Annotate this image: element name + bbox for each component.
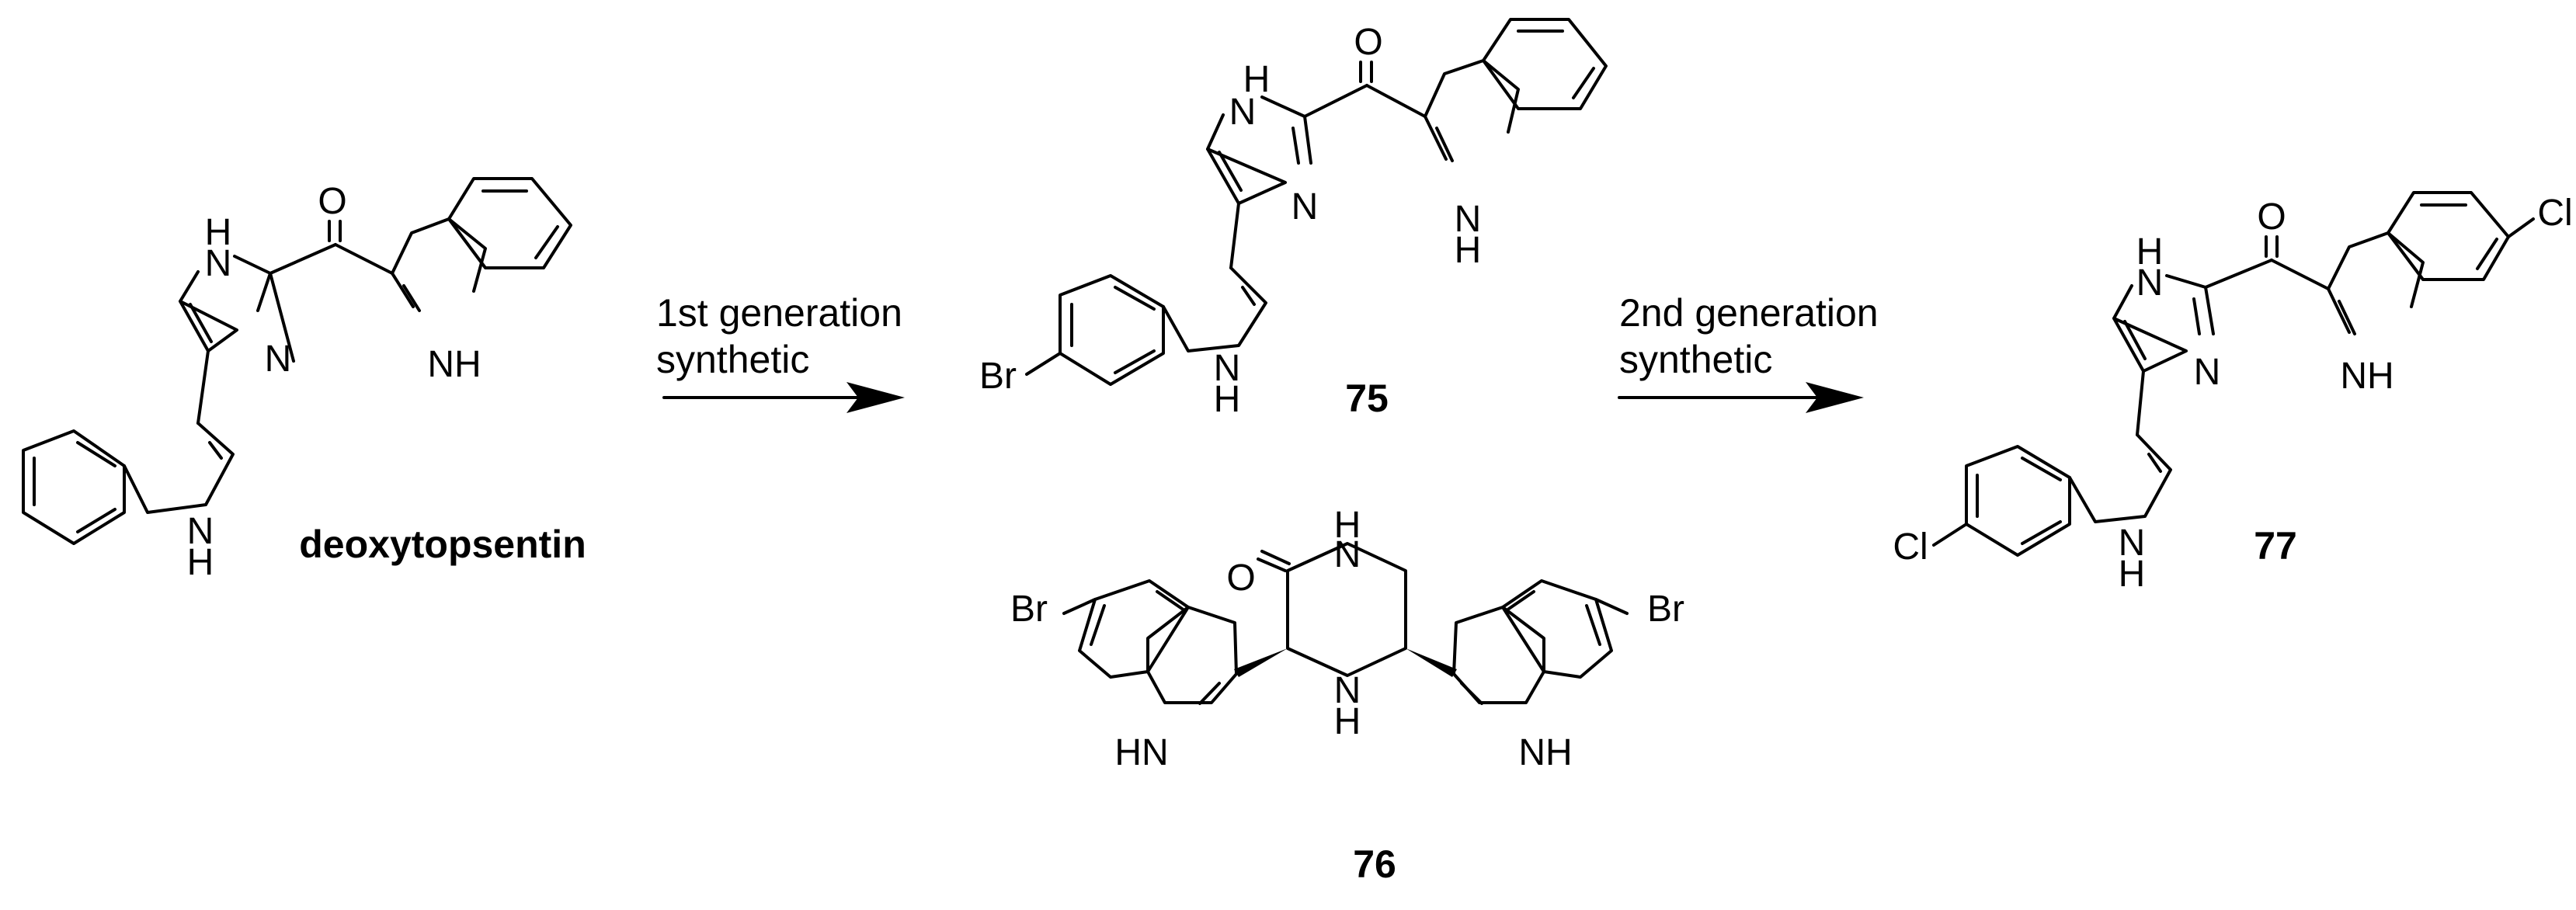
piperazinone-n-bottom-label: N (1334, 670, 1361, 711)
imidazole-h-label: H (2136, 231, 2164, 273)
imidazole-n-label: N (2136, 262, 2164, 304)
compound-name-deoxytopsentin: deoxytopsentin (299, 523, 586, 566)
bromine-label: Br (979, 356, 1017, 397)
compound-75: O N H N N H N H Br 75 (979, 18, 1608, 420)
imidazole-h-label: H (205, 212, 232, 253)
reaction-arrow-1: 1st generation synthetic (656, 291, 905, 413)
piperazinone-h-bottom-label: H (1334, 701, 1361, 742)
bromine-left-label: Br (1010, 589, 1048, 630)
indole-lower-h-label: H (187, 542, 214, 583)
arrow1-line1: 1st generation (656, 291, 902, 335)
compound-76: O N H N H HN NH Br Br 76 (1010, 505, 1684, 886)
indole-right-nh-label: NH (1518, 732, 1572, 773)
compound-name-77: 77 (2254, 524, 2297, 568)
compound-deoxytopsentin: O H N N NH N H deoxytopsentin (22, 177, 586, 583)
indole-right-nh-label: NH (2340, 356, 2393, 397)
indole-lower-h-label: H (1214, 379, 1241, 420)
oxygen-label: O (318, 181, 346, 222)
arrow2-line1: 2nd generation (1619, 291, 1879, 335)
compound-name-75: 75 (1345, 377, 1389, 420)
indole-lower-n-label: N (1214, 348, 1241, 389)
indole-lower-n-label: N (2119, 523, 2146, 564)
reaction-arrow-2: 2nd generation synthetic (1618, 291, 1879, 413)
imidazole-n2-label: N (2194, 352, 2221, 393)
oxygen-label: O (1354, 22, 1382, 63)
indole-right-h-label: H (1455, 230, 1482, 271)
imidazole-h-label: H (1243, 59, 1271, 100)
chlorine-left-label: Cl (1893, 526, 1928, 568)
indole-lower-h-label: H (2119, 554, 2146, 595)
compound-77: O N H N NH N H Cl Cl 77 (1893, 191, 2573, 595)
indole-upper-nh-label: NH (427, 344, 481, 385)
oxygen-label: O (2257, 196, 2286, 238)
indole-right-n-label: N (1455, 199, 1482, 240)
chlorine-right-label: Cl (2537, 193, 2572, 234)
indole-left-hn-label: HN (1114, 732, 1168, 773)
imidazole-n-label: N (1229, 92, 1257, 133)
arrow2-line2: synthetic (1619, 338, 1772, 381)
piperazinone-n-top-label: N (1334, 534, 1361, 575)
imidazole-n-label: N (265, 339, 292, 380)
indole-lower-n-label: N (187, 511, 214, 552)
piperazinone-h-top-label: H (1334, 505, 1361, 546)
arrow1-line2: synthetic (656, 338, 809, 381)
imidazole-nh-label: N (205, 243, 232, 284)
oxygen-label: O (1226, 557, 1255, 599)
bromine-right-label: Br (1647, 589, 1684, 630)
compound-name-76: 76 (1353, 842, 1396, 886)
imidazole-n2-label: N (1291, 186, 1319, 228)
